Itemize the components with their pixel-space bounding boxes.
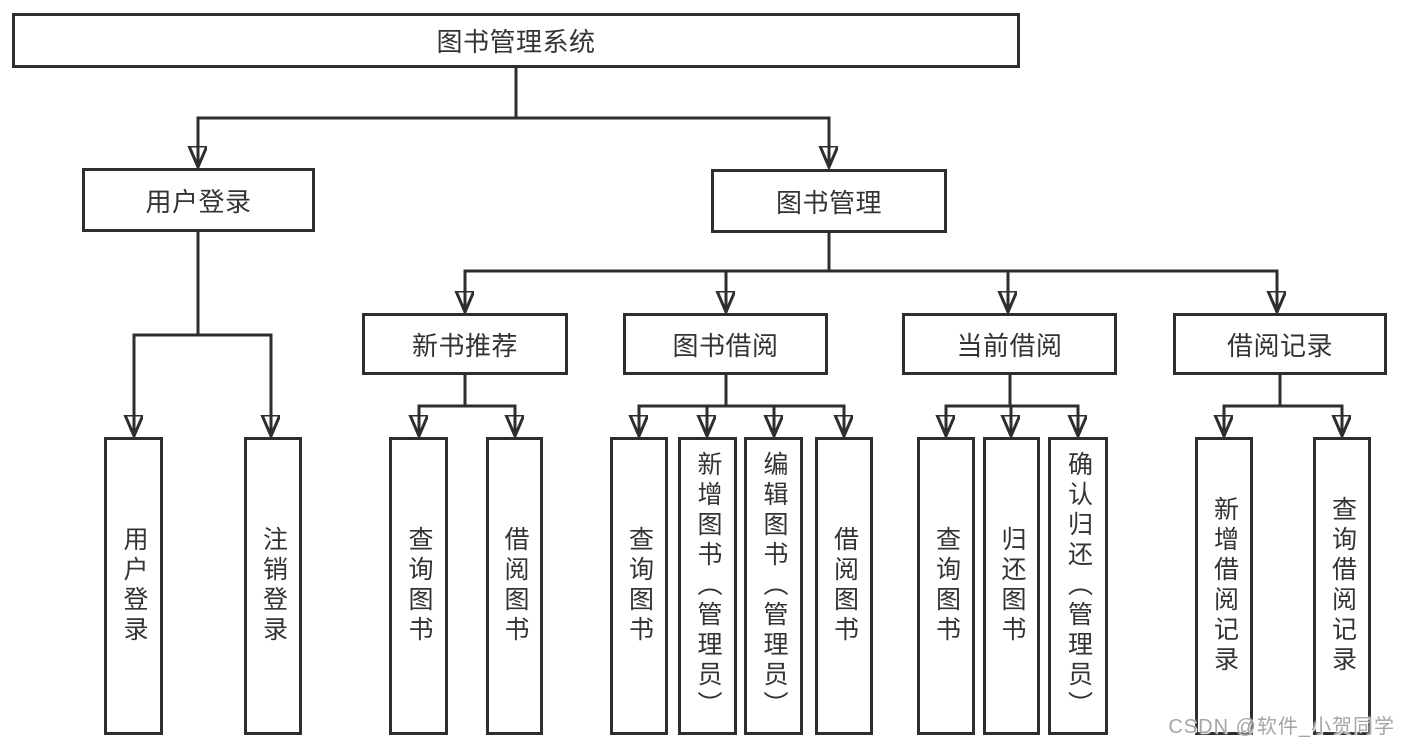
leaf-user-login: 用户登录	[104, 437, 163, 735]
connector-user-login	[133, 232, 273, 436]
node-label: 用户登录	[120, 526, 148, 646]
leaf-query-borrow-record: 查询借阅记录	[1313, 437, 1371, 735]
node-book-borrowing: 图书借阅	[623, 313, 828, 375]
node-label: 借阅记录	[1226, 330, 1333, 361]
node-label: 图书管理系统	[436, 27, 596, 57]
node-label: 查询图书	[932, 526, 961, 646]
node-label: 用户登录	[145, 186, 252, 217]
node-label: 注销登录	[259, 526, 288, 646]
node-label: 借阅图书	[501, 526, 529, 646]
node-label: 查询借阅记录	[1328, 496, 1357, 676]
node-new-book-recommendation: 新书推荐	[362, 313, 568, 375]
leaf-add-borrow-record: 新增借阅记录	[1195, 437, 1253, 735]
node-label: 借阅图书	[830, 526, 859, 646]
leaf-return-books: 归还图书	[983, 437, 1040, 735]
node-label: 查询图书	[625, 526, 654, 646]
leaf-recommend-borrow-books: 借阅图书	[486, 437, 543, 735]
connector-book-management	[464, 233, 1279, 312]
node-library-management-system: 图书管理系统	[12, 13, 1020, 68]
node-label: 归还图书	[998, 526, 1026, 646]
leaf-borrowing-borrow-books: 借阅图书	[815, 437, 873, 735]
node-current-borrowing: 当前借阅	[902, 313, 1117, 375]
connector-book-borrowing	[638, 375, 846, 436]
node-label: 当前借阅	[956, 330, 1063, 361]
node-label: 新增图书（管理员）	[694, 451, 722, 721]
leaf-current-query-books: 查询图书	[917, 437, 975, 735]
node-label: 新书推荐	[411, 330, 518, 361]
node-user-login: 用户登录	[82, 168, 315, 232]
leaf-borrowing-query-books: 查询图书	[610, 437, 668, 735]
connector-root	[197, 68, 831, 167]
node-label: 图书借阅	[672, 330, 779, 361]
leaf-recommend-query-books: 查询图书	[389, 437, 448, 735]
connector-new-book-recommendation	[418, 375, 517, 436]
leaf-edit-books-admin: 编辑图书（管理员）	[744, 437, 803, 735]
node-label: 新增借阅记录	[1210, 496, 1239, 676]
node-borrowing-records: 借阅记录	[1173, 313, 1387, 375]
csdn-watermark: CSDN @软件_小贺同学	[1168, 716, 1395, 738]
node-label: 查询图书	[405, 526, 433, 646]
leaf-confirm-return-admin: 确认归还（管理员）	[1048, 437, 1108, 735]
leaf-add-books-admin: 新增图书（管理员）	[678, 437, 737, 735]
node-label: 编辑图书（管理员）	[760, 451, 788, 721]
node-book-management: 图书管理	[711, 169, 947, 233]
leaf-logout: 注销登录	[244, 437, 302, 735]
connector-current-borrowing	[945, 375, 1080, 436]
connector-borrowing-records	[1223, 375, 1344, 436]
node-label: 确认归还（管理员）	[1064, 451, 1093, 721]
node-label: 图书管理	[775, 187, 882, 218]
